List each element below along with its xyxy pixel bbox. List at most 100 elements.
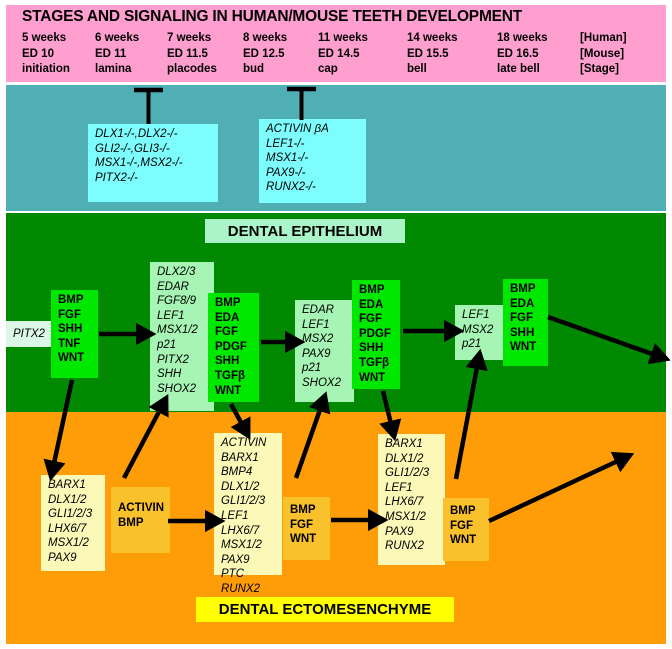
stage-mouse-1: ED 10 xyxy=(22,47,54,60)
knockout-gene: DLX1-/-,DLX2-/- xyxy=(95,128,178,140)
gene-label: MSX1/2 xyxy=(221,539,262,552)
gene-label: DLX2/3 xyxy=(157,266,196,278)
epithelium-target-box-2: EDAR LEF1 MSX2 PAX9 p21 SHOX2 xyxy=(295,300,354,402)
gene-label: MSX2 xyxy=(462,323,494,336)
signal-label: FGF xyxy=(290,518,313,531)
stage-human-2: 6 weeks xyxy=(95,32,140,44)
knockout-gene: GLI2-/-,GLI3-/- xyxy=(95,142,170,155)
gene-label: EDAR xyxy=(157,280,189,293)
knockout-gene: ACTIVIN βA xyxy=(266,123,329,135)
gene-label: SHOX2 xyxy=(157,382,196,395)
stage-mouse-2: ED 11 xyxy=(95,47,127,60)
knockout-box-2: ACTIVIN βA LEF1-/- MSX1-/- PAX9-/- RUNX2… xyxy=(259,119,366,203)
signal-label: SHH xyxy=(359,342,384,355)
signal-label: BMP xyxy=(359,284,385,296)
gene-label: RUNX2 xyxy=(385,540,424,553)
signal-label: WNT xyxy=(450,534,477,547)
gene-label: SHOX2 xyxy=(302,376,341,389)
gene-label: BARX1 xyxy=(48,479,86,491)
signal-label: ACTIVIN xyxy=(118,502,164,514)
stage-name-2: lamina xyxy=(95,63,132,75)
signal-label: WNT xyxy=(290,533,317,546)
gene-label: DLX1/2 xyxy=(48,493,87,506)
signal-label: TGFβ xyxy=(215,369,246,382)
gene-label: MSX1/2 xyxy=(157,324,198,337)
stage-row-labels: [Human] [Mouse] [Stage] xyxy=(580,31,627,78)
mesenchyme-signal-box-3: BMP FGF WNT xyxy=(443,498,489,561)
stage-human-4: 8 weeks xyxy=(243,32,288,44)
stage-mouse-6: ED 15.5 xyxy=(407,47,449,60)
knockout-gene: MSX1-/-,MSX2-/- xyxy=(95,157,183,170)
gene-label: LHX6/7 xyxy=(48,522,87,535)
signal-label: FGF xyxy=(215,326,238,339)
knockout-gene: PITX2-/- xyxy=(95,171,138,184)
gene-label: MSX1/2 xyxy=(48,537,89,550)
stage-name-6: bell xyxy=(407,63,427,75)
signal-label: EDA xyxy=(215,311,240,324)
signal-label: WNT xyxy=(58,352,85,365)
signal-label: WNT xyxy=(215,384,242,397)
stage-human-7: 18 weeks xyxy=(497,32,548,44)
stage-column-2: 6 weeks ED 11 lamina xyxy=(95,31,139,78)
gene-label: PAX9 xyxy=(302,347,331,360)
gene-label: GLI1/2/3 xyxy=(48,508,93,521)
stage-mouse-3: ED 11.5 xyxy=(167,47,208,60)
stage-column-1: 5 weeks ED 10 initiation xyxy=(22,31,70,78)
gene-label: PTC xyxy=(221,568,244,581)
gene-label: PITX2 xyxy=(13,327,45,340)
signal-label: FGF xyxy=(359,313,382,326)
signal-label: FGF xyxy=(510,312,533,325)
gene-label: PAX9 xyxy=(385,525,414,538)
gene-label: GLI1/2/3 xyxy=(221,495,266,508)
signal-label: SHH xyxy=(510,326,535,339)
gene-label: BARX1 xyxy=(221,451,259,464)
gene-label: LEF1 xyxy=(157,309,185,322)
page-title: STAGES AND SIGNALING IN HUMAN/MOUSE TEET… xyxy=(22,8,523,25)
stage-column-5: 11 weeks ED 14.5 cap xyxy=(318,31,368,78)
signal-label: EDA xyxy=(359,298,384,311)
signal-label: WNT xyxy=(510,341,537,354)
gene-label: LEF1 xyxy=(302,318,330,331)
signal-label: BMP xyxy=(58,294,84,306)
gene-label: LEF1 xyxy=(385,481,413,494)
gene-label: RUNX2 xyxy=(221,582,260,595)
gene-label: PITX2 xyxy=(157,353,189,366)
gene-label: LEF1 xyxy=(221,509,249,522)
stage-name-4: bud xyxy=(243,63,265,75)
signal-label: BMP xyxy=(118,516,144,529)
gene-label: PAX9 xyxy=(48,551,77,564)
gene-label: FGF8/9 xyxy=(157,295,196,308)
gene-label: p21 xyxy=(462,338,482,351)
epithelium-target-box-3: LEF1 MSX2 p21 xyxy=(455,305,506,360)
epithelium-signal-box-4: BMP EDA FGF SHH WNT xyxy=(503,279,548,366)
gene-label: DLX1/2 xyxy=(221,480,260,493)
gene-label: MSX1/2 xyxy=(385,510,426,523)
stage-name-1: initiation xyxy=(22,63,70,75)
mesenchyme-banner: DENTAL ECTOMESENCHYME xyxy=(196,597,454,622)
signal-label: FGF xyxy=(58,308,81,321)
mesenchyme-target-box-1: BARX1 DLX1/2 GLI1/2/3 LHX6/7 MSX1/2 PAX9 xyxy=(41,475,105,571)
knockout-gene: LEF1-/- xyxy=(266,137,305,150)
mesenchyme-target-box-2: ACTIVIN BARX1 BMP4 DLX1/2 GLI1/2/3 LEF1 … xyxy=(214,433,282,595)
stage-mouse-5: ED 14.5 xyxy=(318,47,360,60)
signal-label: BMP xyxy=(450,505,476,517)
signal-label: WNT xyxy=(359,371,386,384)
stage-mouse-7: ED 16.5 xyxy=(497,47,539,60)
signal-label: PDGF xyxy=(215,340,247,353)
row-label-human: [Human] xyxy=(580,32,627,44)
gene-label: LHX6/7 xyxy=(221,524,260,537)
mesenchyme-target-box-3: BARX1 DLX1/2 GLI1/2/3 LEF1 LHX6/7 MSX1/2… xyxy=(378,434,445,565)
signal-label: PDGF xyxy=(359,327,391,340)
knockout-box-1: DLX1-/-,DLX2-/- GLI2-/-,GLI3-/- MSX1-/-,… xyxy=(88,124,218,202)
gene-label: p21 xyxy=(302,362,322,375)
gene-label: BARX1 xyxy=(385,438,423,450)
row-label-mouse: [Mouse] xyxy=(580,47,625,60)
epithelium-signal-box-2: BMP EDA FGF PDGF SHH TGFβ WNT xyxy=(208,293,259,402)
signal-label: BMP xyxy=(510,283,536,295)
epithelium-signal-box-3: BMP EDA FGF PDGF SHH TGFβ WNT xyxy=(352,280,400,389)
epithelium-signal-box-1: BMP FGF SHH TNF WNT xyxy=(51,290,98,378)
epithelium-banner: DENTAL EPITHELIUM xyxy=(205,219,405,243)
stage-human-6: 14 weeks xyxy=(407,32,458,44)
signal-label: BMP xyxy=(290,504,316,516)
stage-human-1: 5 weeks xyxy=(22,32,67,44)
